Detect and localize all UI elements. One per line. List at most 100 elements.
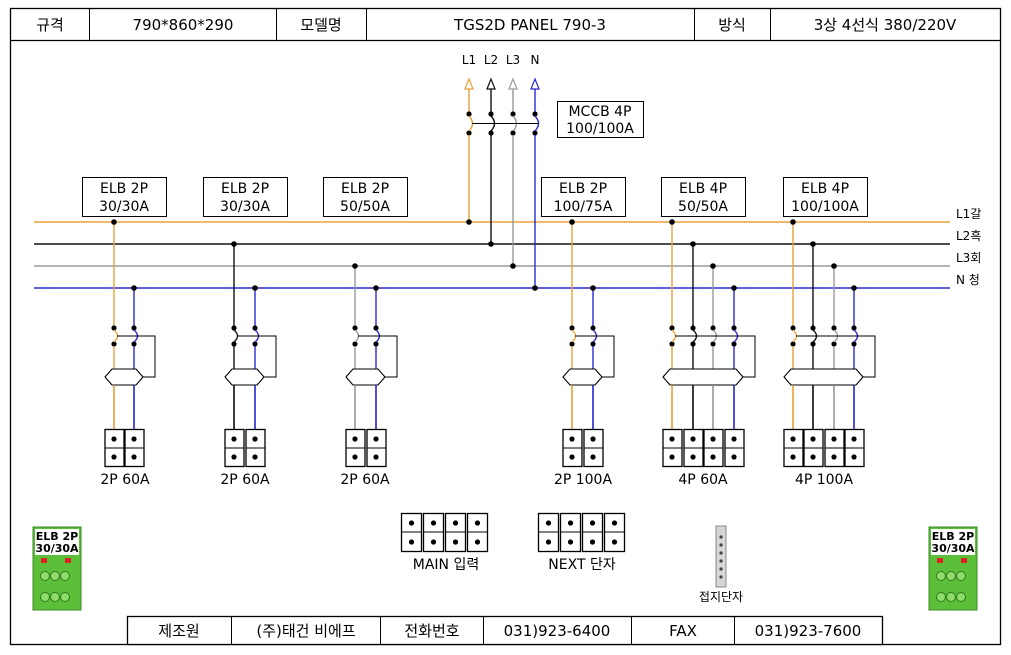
terminal-screw <box>810 454 816 460</box>
feeder-6-n-tap <box>851 285 857 291</box>
feeder-1-l1-tap <box>111 219 117 225</box>
mccb-label-line1: MCCB 4P <box>568 104 631 120</box>
feeder-6-l2-dot-top <box>810 325 816 331</box>
breaker-3-type: ELB 2P <box>341 181 389 197</box>
feeder-6-l1-tap <box>790 219 796 225</box>
board-rating: 30/30A <box>35 542 79 555</box>
breaker-2-rating: 30/30A <box>220 199 270 215</box>
feeder-4-l1-dot-bottom <box>569 341 575 347</box>
feeder-6-test-loop <box>857 335 876 378</box>
feeder-1-l1-dot-bottom <box>111 341 117 347</box>
bus-l1-label: L1갈 <box>956 207 981 221</box>
feeder-6-terminal <box>783 428 865 468</box>
breaker-1-type: ELB 2P <box>100 181 148 197</box>
breaker-3-rating: 50/50A <box>340 199 390 215</box>
input-l2-label: L2 <box>484 53 498 67</box>
main-input: L1 L2 L3 N MCCB 4P 100/100A <box>462 53 644 291</box>
board-terminal <box>956 592 966 602</box>
feeder-3-l3-tap <box>352 263 358 269</box>
board-type: ELB 2P <box>36 530 78 543</box>
terminal-screw <box>731 436 737 442</box>
next-terminal-block <box>537 512 626 553</box>
terminal-screw <box>430 520 437 526</box>
feeder-5-l1-dot-bottom <box>669 341 675 347</box>
board-terminal <box>50 571 60 581</box>
board-terminal <box>50 592 60 602</box>
feeder-6-l1-dot-bottom <box>790 341 796 347</box>
bus-n-label: N 청 <box>956 273 980 287</box>
board-label-area <box>931 529 975 555</box>
board-terminal <box>60 571 70 581</box>
breaker-6-label-box <box>783 177 868 217</box>
feeder-3-l3-dot-bottom <box>352 341 358 347</box>
feeder-2-terminal <box>224 428 266 468</box>
feeder-5-l1-dot-top <box>669 325 675 331</box>
board-led <box>961 558 967 563</box>
feeder-5-n-dot-bottom <box>731 341 737 347</box>
breaker-2-label-box <box>203 177 288 217</box>
terminal-screw <box>569 454 575 460</box>
terminal-screw <box>131 454 137 460</box>
feeder-4-n-dot-top <box>590 325 596 331</box>
breaker-4-terminal-label: 2P 100A <box>554 472 613 488</box>
ground-screw <box>719 543 723 547</box>
feeder-1-l1-dot-top <box>111 325 117 331</box>
feeder-1-terminal <box>104 428 145 468</box>
terminal-screw <box>545 539 552 545</box>
breaker-4-rating: 100/75A <box>554 199 613 215</box>
mccb-n-arc <box>534 115 540 132</box>
terminal-screw <box>589 520 596 526</box>
feeder-3-n-dot-bottom <box>373 341 379 347</box>
board-terminal <box>946 592 956 602</box>
feeder-6-l3-dot-top <box>831 325 837 331</box>
mccb-n-dot-top <box>532 111 538 117</box>
method-value: 3상 4선식 380/220V <box>814 16 957 34</box>
feeder-6-l3-tap <box>831 263 837 269</box>
board-type: ELB 2P <box>932 530 974 543</box>
terminal-screw <box>373 454 379 460</box>
terminal-screw <box>231 454 237 460</box>
mccb-l3-junction <box>510 263 516 269</box>
board-terminal <box>40 571 50 581</box>
feeder-6-zct <box>783 368 864 386</box>
ground-screw <box>719 575 723 579</box>
feeder-6-l1-dot-top <box>790 325 796 331</box>
terminal-screw <box>252 436 258 442</box>
ground-terminal <box>715 525 727 588</box>
terminal-screw <box>790 436 796 442</box>
ground-screw <box>719 567 723 571</box>
feeder-4-n-tap <box>590 285 596 291</box>
feeder-1-n-dot-top <box>131 325 137 331</box>
feeder-2-n-dot-top <box>252 325 258 331</box>
terminal-screw <box>252 454 258 460</box>
input-l3-arrow <box>508 77 518 90</box>
feeder-5-l2-dot-top <box>690 325 696 331</box>
terminal-screw <box>589 539 596 545</box>
feeder-1-n-tap <box>131 285 137 291</box>
board-terminal <box>946 571 956 581</box>
feeder-5-n-tap <box>731 285 737 291</box>
feeder-2-l2-tap <box>231 241 237 247</box>
terminal-screw <box>111 436 117 442</box>
input-l1-arrow <box>464 77 474 90</box>
terminal-screw <box>373 436 379 442</box>
feeder-5-terminal <box>662 428 745 468</box>
feeder-4-terminal <box>562 428 604 468</box>
model-label: 모델명 <box>300 16 341 34</box>
breaker-5-label-box <box>661 177 746 217</box>
feeder-5-l1-arc <box>671 329 677 343</box>
terminal-screw <box>851 454 857 460</box>
ground-screw <box>719 559 723 563</box>
feeder-5-l3-dot-bottom <box>710 341 716 347</box>
input-n-arrow <box>530 77 540 90</box>
feeder-5-l2-dot-bottom <box>690 341 696 347</box>
feeder-2-n-tap <box>252 285 258 291</box>
feeder-5-test-loop <box>737 335 756 378</box>
feeder-3-test-loop <box>379 335 398 378</box>
feeder-3-l3-dot-top <box>352 325 358 331</box>
